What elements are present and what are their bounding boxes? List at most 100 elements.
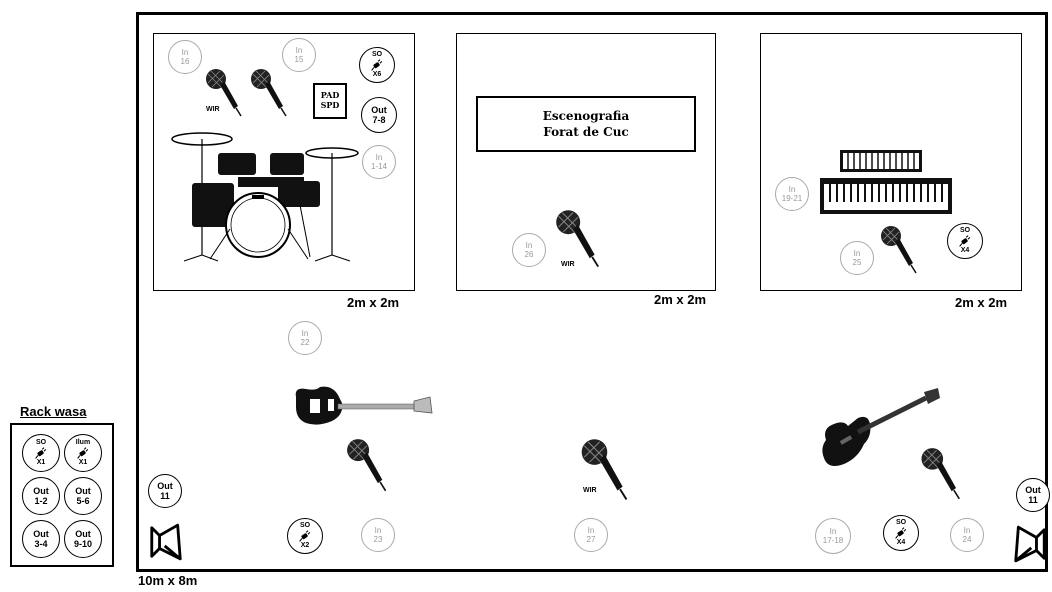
electric-guitar-icon (822, 388, 940, 466)
power-count: X1 (36, 459, 46, 466)
output-label: Out (33, 485, 49, 496)
input-label: In (375, 152, 383, 162)
input-channel: 25 (852, 258, 862, 267)
microphone-icon (920, 447, 964, 501)
center-riser-size-label: 2m x 2m (654, 292, 707, 307)
power-label: SO (895, 518, 907, 526)
input-23-badge: In 23 (361, 518, 395, 552)
power-plug-icon (299, 530, 311, 542)
rack-ilum-badge: Ilum X1 (64, 434, 102, 472)
output-channel: 11 (160, 491, 170, 501)
input-label: In (853, 248, 861, 258)
keyboard-icon (820, 150, 952, 214)
power-plug-icon (959, 235, 971, 247)
output-label: Out (1025, 484, 1041, 495)
input-channel: 16 (180, 57, 190, 66)
power-label: SO (299, 521, 311, 529)
pad-line1: PAD (320, 90, 340, 101)
microphone-icon (250, 68, 290, 118)
power-plug-icon (35, 447, 47, 459)
input-24-badge: In 24 (950, 518, 984, 552)
input-channel: 22 (300, 338, 310, 347)
input-19-21-badge: In 19-21 (775, 177, 809, 211)
output-7-8-badge: Out 7-8 (361, 97, 397, 133)
input-channel: 26 (524, 250, 534, 259)
power-label: SO (959, 226, 971, 234)
input-channel: 23 (373, 535, 383, 544)
power-count: X4 (896, 539, 906, 546)
power-label: Ilum (75, 438, 91, 446)
input-channel: 15 (294, 55, 304, 64)
drum-kit-icon (171, 132, 359, 262)
input-label: In (829, 526, 837, 536)
input-label: In (295, 45, 303, 55)
power-count: X6 (372, 71, 382, 78)
power-count: X1 (78, 459, 88, 466)
rack-box (10, 423, 114, 567)
output-channel: 1-2 (34, 496, 48, 506)
input-channel: 17-18 (822, 536, 844, 545)
input-15-badge: In 15 (282, 38, 316, 72)
scenography-box: Escenografia Forat de Cuc (476, 96, 696, 152)
output-label: Out (75, 485, 91, 496)
rack-output-5-6-badge: Out 5-6 (64, 477, 102, 515)
output-label: Out (157, 480, 173, 491)
power-plug-icon (895, 527, 907, 539)
output-11-left-badge: Out 11 (148, 474, 182, 508)
microphone-icon (880, 225, 920, 275)
wireless-label: WIR (561, 261, 575, 268)
power-so-x2-badge: SO X2 (287, 518, 323, 554)
input-16-badge: In 16 (168, 40, 202, 74)
keys-riser-size-label: 2m x 2m (955, 295, 1008, 310)
drum-riser-size-label: 2m x 2m (347, 295, 400, 310)
rack-title: Rack wasa (20, 404, 87, 419)
output-label: Out (33, 528, 49, 539)
power-so-x6-badge: SO X6 (359, 47, 395, 83)
rack-output-3-4-badge: Out 3-4 (22, 520, 60, 558)
input-label: In (525, 240, 533, 250)
power-plug-icon (77, 447, 89, 459)
output-channel: 3-4 (34, 539, 48, 549)
rack-power-so-badge: SO X1 (22, 434, 60, 472)
stage-area (136, 12, 1048, 572)
power-label: SO (35, 438, 47, 446)
input-label: In (374, 525, 382, 535)
input-label: In (181, 47, 189, 57)
input-label: In (301, 328, 309, 338)
input-channel: 24 (962, 535, 972, 544)
power-so-x4-keys-badge: SO X4 (947, 223, 983, 259)
input-1-14-badge: In 1-14 (362, 145, 396, 179)
input-channel: 1-14 (370, 162, 387, 171)
input-22-badge: In 22 (288, 321, 322, 355)
input-label: In (587, 525, 595, 535)
wireless-label: WIR (206, 106, 220, 113)
monitor-wedge-icon (146, 520, 186, 564)
power-count: X4 (960, 247, 970, 254)
pad-spd-box: PAD SPD (313, 83, 347, 119)
power-label: SO (371, 50, 383, 58)
power-plug-icon (371, 59, 383, 71)
input-channel: 19-21 (781, 194, 803, 203)
input-channel: 27 (586, 535, 596, 544)
wireless-label: WIR (583, 487, 597, 494)
input-label: In (788, 184, 796, 194)
output-channel: 11 (1028, 495, 1038, 505)
rack-output-9-10-badge: Out 9-10 (64, 520, 102, 558)
scenography-line1: Escenografia (542, 108, 630, 123)
input-26-badge: In 26 (512, 233, 546, 267)
output-channel: 7-8 (372, 115, 386, 125)
pad-line2: SPD (320, 100, 340, 110)
input-25-badge: In 25 (840, 241, 874, 275)
power-so-x4-floor-badge: SO X4 (883, 515, 919, 551)
output-channel: 5-6 (76, 496, 90, 506)
output-11-right-badge: Out 11 (1016, 478, 1050, 512)
input-label: In (963, 525, 971, 535)
input-27-badge: In 27 (574, 518, 608, 552)
output-label: Out (75, 528, 91, 539)
input-17-18-badge: In 17-18 (815, 518, 851, 554)
rack-output-1-2-badge: Out 1-2 (22, 477, 60, 515)
output-channel: 9-10 (73, 539, 92, 549)
stage-size-label: 10m x 8m (138, 573, 198, 588)
monitor-wedge-icon (1010, 522, 1050, 566)
microphone-icon (345, 438, 391, 493)
